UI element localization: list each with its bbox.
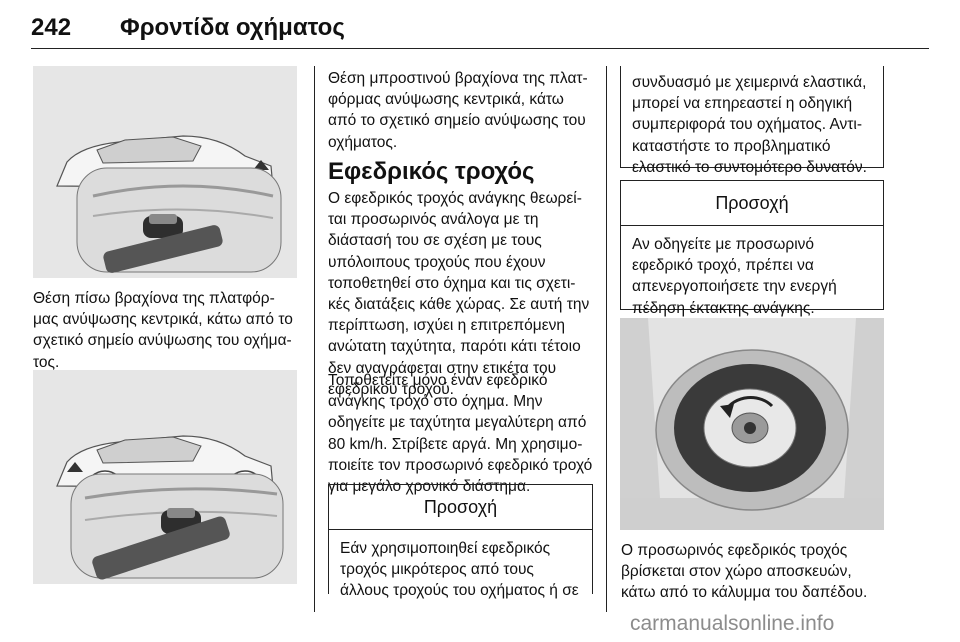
column-divider-left — [314, 66, 315, 612]
front-lift-arm-figure — [33, 370, 297, 584]
front-lift-arm-illustration — [33, 370, 297, 584]
caution-body-2: Αν οδηγείτε με προσωρινό εφεδρικό τροχό,… — [632, 236, 837, 317]
caution-title-1: Προσοχή — [329, 485, 592, 530]
caution-body-1-continued: συνδυασμό με χειμερινά ελαστικά, μπορεί … — [632, 74, 867, 176]
rear-lift-arm-figure — [33, 66, 297, 278]
caution-box-1: Προσοχή Εάν χρησιμοποιηθεί εφεδρικός τρο… — [328, 484, 593, 599]
page-title: Φροντίδα οχήματος — [120, 14, 345, 41]
caution-box-1-continued: συνδυασμό με χειμερινά ελαστικά, μπορεί … — [620, 66, 884, 176]
front-lift-arm-caption: Θέση μπροστινού βραχίονα της πλατ-φόρμας… — [328, 70, 588, 151]
spare-wheel-caption: Ο προσωρινός εφεδρικός τροχός βρίσκεται … — [621, 542, 868, 602]
spare-wheel-figure — [620, 318, 884, 530]
header-rule — [31, 48, 929, 49]
spare-wheel-illustration — [620, 318, 884, 530]
column-divider-right — [606, 66, 607, 612]
page-header: 242 Φροντίδα οχήματος — [0, 0, 960, 52]
rear-lift-arm-caption: Θέση πίσω βραχίονα της πλατφόρ-μας ανύψω… — [33, 290, 293, 371]
caution-box-2: Προσοχή Αν οδηγείτε με προσωρινό εφεδρικ… — [620, 180, 884, 317]
watermark: carmanualsonline.info — [630, 612, 835, 635]
spare-wheel-paragraph-1: Ο εφεδρικός τροχός ανάγκης θεωρεί-ται πρ… — [328, 190, 590, 398]
caution-title-2: Προσοχή — [621, 181, 883, 226]
section-heading-spare-wheel: Εφεδρικός τροχός — [328, 158, 535, 185]
page-number: 242 — [31, 14, 72, 41]
caution-body-1: Εάν χρησιμοποιηθεί εφεδρικός τροχός μικρ… — [340, 540, 579, 600]
spare-wheel-paragraph-2: Τοποθετείτε μόνο έναν εφεδρικό ανάγκης τ… — [328, 372, 593, 496]
rear-lift-arm-illustration — [33, 66, 297, 278]
